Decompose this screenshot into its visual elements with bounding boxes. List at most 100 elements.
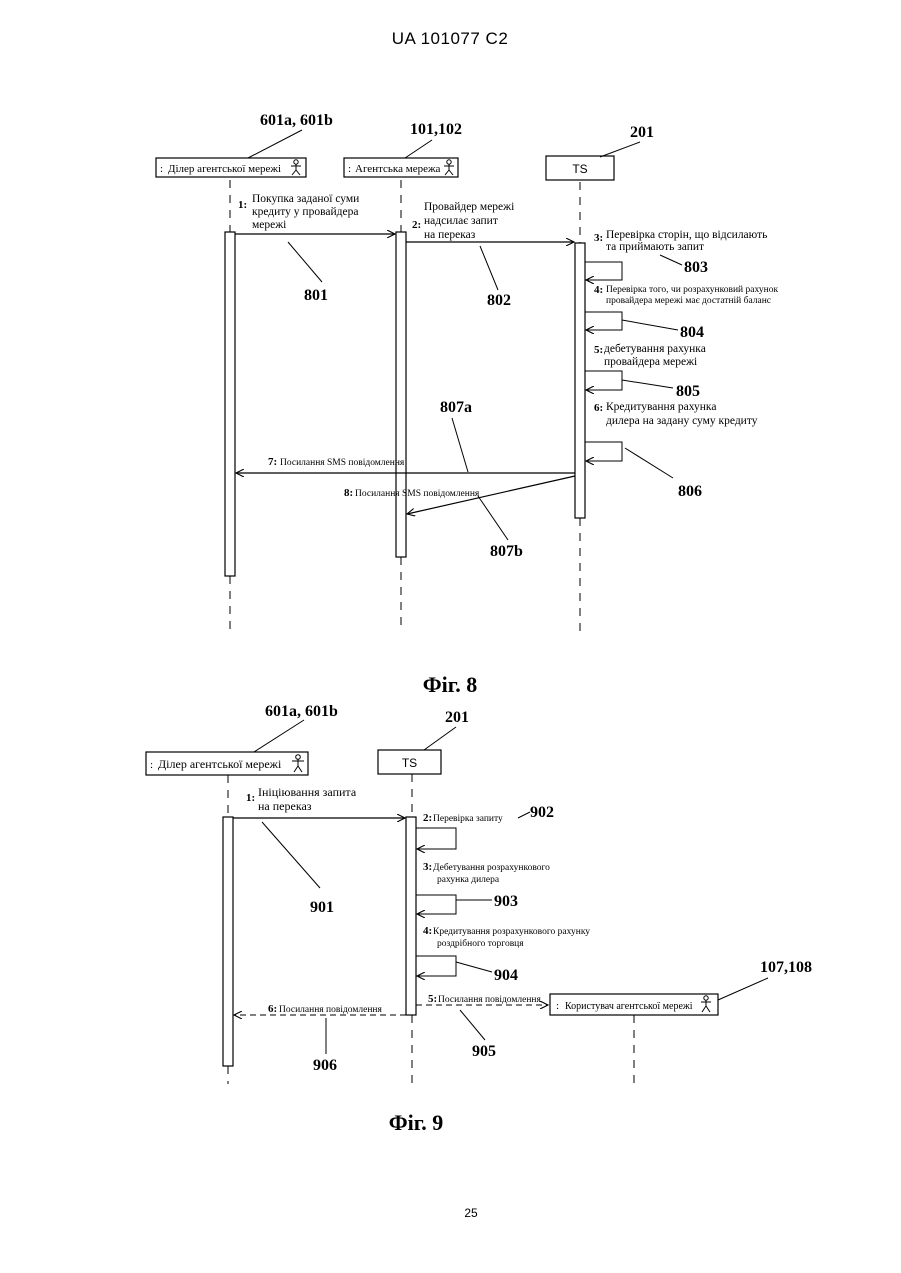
ref-601-dealer: 601a, 601b xyxy=(260,112,333,129)
svg-text:мережі: мережі xyxy=(252,219,286,231)
svg-text:906: 906 xyxy=(313,1057,337,1074)
svg-text:806: 806 xyxy=(678,483,702,500)
svg-text:провайдера мережі: провайдера мережі xyxy=(604,356,697,368)
message-1: 1: Ініціювання запита на переказ xyxy=(233,785,405,818)
svg-text::: : xyxy=(150,759,153,771)
svg-text:905: 905 xyxy=(472,1043,496,1060)
svg-text:904: 904 xyxy=(494,967,518,984)
message-6: 6: Кредитування рахунка дилера на задану… xyxy=(585,401,758,461)
svg-text:кредиту у провайдера: кредиту у провайдера xyxy=(252,206,358,218)
svg-text:807b: 807b xyxy=(490,543,523,560)
ref-201-ts: 201 xyxy=(445,709,469,726)
ref-leader-line xyxy=(254,720,304,752)
message-1: 1: Покупка заданої суми кредиту у провай… xyxy=(235,193,395,234)
activation-bar-ts xyxy=(575,243,585,518)
message-3: 3: Дебетування розрахункового рахунка ди… xyxy=(416,861,550,914)
svg-text:803: 803 xyxy=(684,259,708,276)
actor-icon xyxy=(292,755,304,772)
svg-text:2:: 2: xyxy=(412,219,421,231)
svg-text:Агентська мережа: Агентська мережа xyxy=(355,163,441,175)
activation-bar-agent xyxy=(396,232,406,557)
svg-text:3:: 3: xyxy=(423,861,432,873)
actor-icon xyxy=(701,996,711,1012)
message-5: 5: Посилання повідомлення xyxy=(416,993,548,1005)
figure-8-caption: Фіг. 8 xyxy=(423,672,478,697)
svg-text:3:: 3: xyxy=(594,232,603,244)
figure-9: 601a, 601b 201 107,108 : Ділер агентсько… xyxy=(146,703,812,1135)
svg-text:Ініціювання запита: Ініціювання запита xyxy=(258,785,357,799)
actor-icon xyxy=(444,160,454,175)
ref-601-dealer: 601a, 601b xyxy=(265,703,338,720)
document-id: UA 101077 C2 xyxy=(392,29,509,48)
svg-text:6:: 6: xyxy=(268,1003,277,1015)
svg-text:7:: 7: xyxy=(268,456,277,468)
svg-text:5:: 5: xyxy=(594,344,603,356)
lifeline-box-ts: TS xyxy=(546,156,614,180)
svg-text:TS: TS xyxy=(572,162,587,176)
svg-text:Ділер агентської мережі: Ділер агентської мережі xyxy=(158,757,282,771)
svg-text:на переказ: на переказ xyxy=(424,229,476,241)
figure-9-caption: Фіг. 9 xyxy=(389,1110,444,1135)
svg-text:Перевірка сторін, що відсилают: Перевірка сторін, що відсилають xyxy=(606,229,767,241)
ref-leader-line xyxy=(405,140,432,158)
lifeline-box-ts: TS xyxy=(378,750,441,774)
svg-text:Ділер агентської мережі: Ділер агентської мережі xyxy=(168,163,281,175)
svg-text:роздрібного торговця: роздрібного торговця xyxy=(437,938,524,949)
page-number: 25 xyxy=(464,1206,478,1220)
figure-8: 601a, 601b 101,102 201 : Ділер агентсько… xyxy=(156,112,778,697)
svg-text:Дебетування розрахункового: Дебетування розрахункового xyxy=(433,862,550,873)
svg-text:Перевірка того, чи розрахунков: Перевірка того, чи розрахунковий рахунок xyxy=(606,284,778,295)
ref-201-ts: 201 xyxy=(630,124,654,141)
svg-text:дилера на задану суму кредиту: дилера на задану суму кредиту xyxy=(606,415,758,427)
svg-text:Покупка заданої суми: Покупка заданої суми xyxy=(252,193,359,205)
svg-text::: : xyxy=(348,163,351,175)
svg-text:Провайдер мережі: Провайдер мережі xyxy=(424,201,514,213)
lifeline-box-dealer: : Ділер агентської мережі xyxy=(146,752,308,775)
svg-text:8:: 8: xyxy=(344,487,353,499)
svg-text:801: 801 xyxy=(304,287,328,304)
svg-text:2:: 2: xyxy=(423,812,432,824)
svg-text:802: 802 xyxy=(487,292,511,309)
svg-text:805: 805 xyxy=(676,383,700,400)
svg-text:1:: 1: xyxy=(246,792,255,804)
svg-text:Посилання SMS повідомлення: Посилання SMS повідомлення xyxy=(280,458,405,468)
ref-leader-line xyxy=(718,978,768,1000)
svg-text:804: 804 xyxy=(680,324,704,341)
svg-text:Кредитування розрахункового ра: Кредитування розрахункового рахунку xyxy=(433,927,590,937)
svg-text:5:: 5: xyxy=(428,993,437,1005)
svg-text:Перевірка запиту: Перевірка запиту xyxy=(433,814,503,824)
lifeline-box-dealer: : Ділер агентської мережі xyxy=(156,158,306,177)
svg-text:рахунка дилера: рахунка дилера xyxy=(437,875,500,885)
svg-text:TS: TS xyxy=(402,756,417,770)
activation-bar-dealer xyxy=(223,817,233,1066)
svg-text:807a: 807a xyxy=(440,399,472,416)
svg-text:Користувач агентської мережі: Користувач агентської мережі xyxy=(565,1001,693,1012)
message-8: 8: Посилання SMS повідомлення xyxy=(344,476,575,514)
ref-leader-line xyxy=(600,142,640,157)
svg-text:надсилає запит: надсилає запит xyxy=(424,215,498,227)
svg-text:4:: 4: xyxy=(423,925,432,937)
svg-text:901: 901 xyxy=(310,899,334,916)
lifeline-box-user: : Користувач агентської мережі xyxy=(550,994,718,1015)
svg-text:903: 903 xyxy=(494,893,518,910)
ref-leader-line xyxy=(248,130,302,158)
svg-text::: : xyxy=(556,1000,559,1012)
svg-text:та приймають запит: та приймають запит xyxy=(606,241,704,253)
message-2: 2: Перевірка запиту xyxy=(416,812,503,849)
svg-text:6:: 6: xyxy=(594,402,603,414)
svg-text:Посилання повідомлення: Посилання повідомлення xyxy=(438,995,542,1005)
svg-text:Кредитування рахунка: Кредитування рахунка xyxy=(606,401,716,413)
svg-text:902: 902 xyxy=(530,804,554,821)
svg-text::: : xyxy=(160,163,163,175)
svg-text:1:: 1: xyxy=(238,199,247,211)
ref-101-agent: 101,102 xyxy=(410,121,462,138)
svg-text:4:: 4: xyxy=(594,284,603,296)
message-6: 6: Посилання повідомлення xyxy=(234,1003,406,1015)
svg-text:провайдера мережі має достатні: провайдера мережі має достатній баланс xyxy=(606,295,771,306)
svg-text:Посилання SMS повідомлення: Посилання SMS повідомлення xyxy=(355,489,480,499)
lifeline-box-agent: : Агентська мережа xyxy=(344,158,458,177)
activation-bar-ts xyxy=(406,817,416,1015)
actor-icon xyxy=(291,160,301,175)
ref-leader-line xyxy=(424,727,456,750)
